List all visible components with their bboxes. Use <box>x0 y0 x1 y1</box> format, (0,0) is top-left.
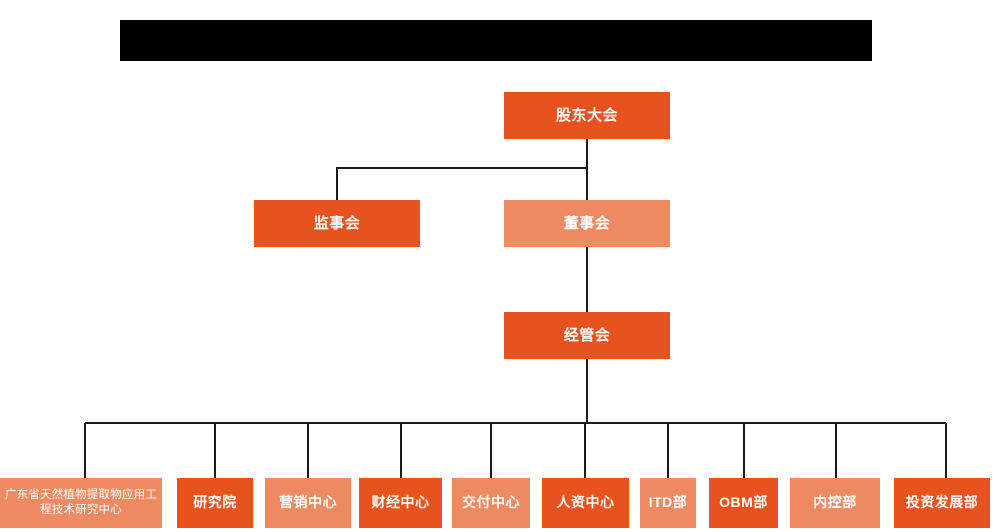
org-node-n3[interactable]: 董事会 <box>504 200 670 247</box>
org-node-label: 研究院 <box>193 494 237 511</box>
org-node-label: ITD部 <box>648 494 688 511</box>
org-node-label: 投资发展部 <box>905 494 979 511</box>
org-node-d7[interactable]: ITD部 <box>640 478 696 528</box>
org-node-n4[interactable]: 经管会 <box>504 312 670 359</box>
org-node-label: 营销中心 <box>279 494 337 511</box>
org-node-label: 董事会 <box>563 214 611 232</box>
org-node-label: 内控部 <box>813 494 857 511</box>
org-node-d6[interactable]: 人资中心 <box>542 478 629 528</box>
org-node-label: OBM部 <box>719 494 768 511</box>
org-node-label: 财经中心 <box>371 494 430 511</box>
org-node-d8[interactable]: OBM部 <box>709 478 778 528</box>
org-node-d9[interactable]: 内控部 <box>790 478 880 528</box>
org-node-label: 交付中心 <box>462 494 520 511</box>
org-node-d3[interactable]: 营销中心 <box>265 478 351 528</box>
org-node-d2[interactable]: 研究院 <box>177 478 253 528</box>
org-node-label: 人资中心 <box>556 494 615 511</box>
org-node-label: 广东省天然植物提取物应用工程技术研究中心 <box>4 489 158 516</box>
org-node-n1[interactable]: 股东大会 <box>504 92 670 139</box>
org-node-label: 经管会 <box>563 326 611 344</box>
org-node-label: 股东大会 <box>555 106 618 124</box>
org-node-n2[interactable]: 监事会 <box>254 200 420 247</box>
org-node-label: 监事会 <box>313 214 361 232</box>
org-node-d4[interactable]: 财经中心 <box>359 478 442 528</box>
org-node-d5[interactable]: 交付中心 <box>452 478 530 528</box>
org-node-d1[interactable]: 广东省天然植物提取物应用工程技术研究中心 <box>0 478 162 528</box>
redacted-title-bar <box>120 20 872 61</box>
org-node-d10[interactable]: 投资发展部 <box>894 478 990 528</box>
